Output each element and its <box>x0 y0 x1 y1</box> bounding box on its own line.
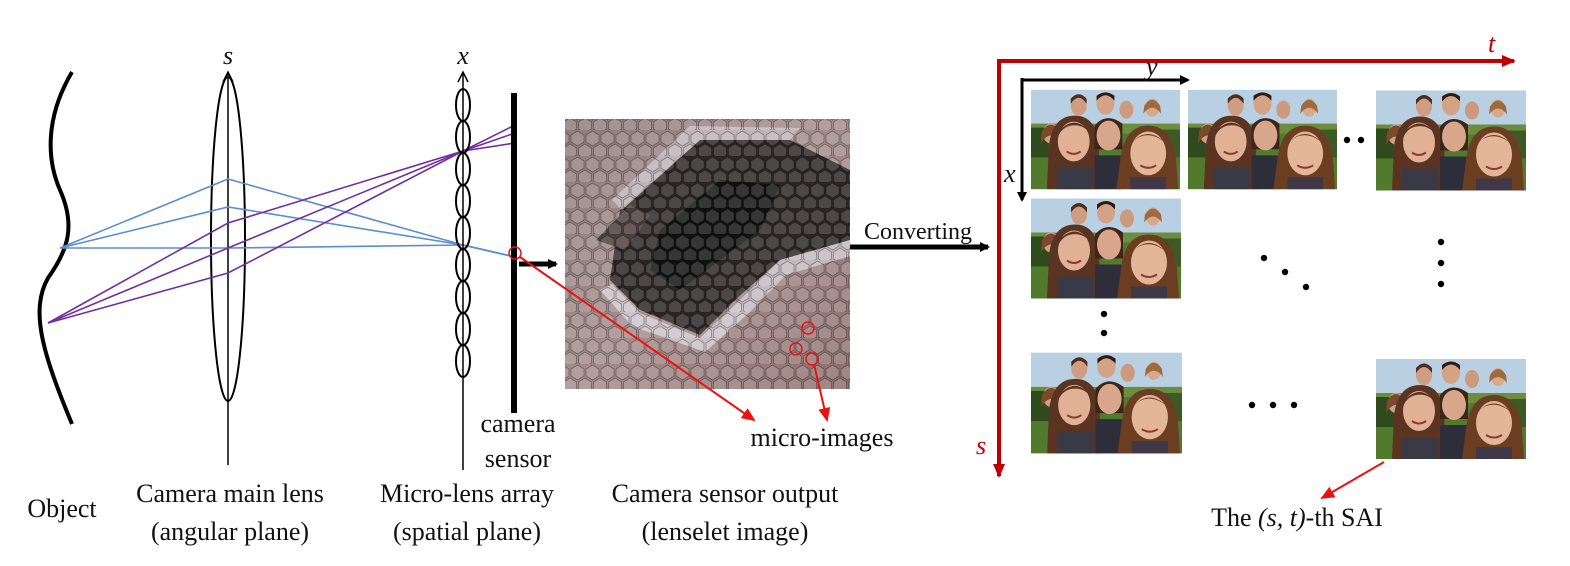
sai-caption-suffix: -th SAI <box>1306 503 1383 532</box>
micro-lens-array <box>455 88 471 378</box>
output-label-line1: Camera sensor output <box>612 479 840 508</box>
main-lens-label-line2: (angular plane) <box>151 517 309 546</box>
outer-s-label: s <box>976 431 986 460</box>
micro-image-pointer-1 <box>519 256 756 422</box>
micro-images-label: micro-images <box>751 423 894 452</box>
output-label-line2: (lenselet image) <box>642 517 809 546</box>
sai-thumbnail <box>1188 89 1337 190</box>
inner-x-label: x <box>1003 159 1016 188</box>
sai-pointer-arrow <box>1320 461 1385 500</box>
ellipsis-dots <box>1100 136 1445 409</box>
object-curve <box>37 70 74 425</box>
main-lens-label-line1: Camera main lens <box>136 479 324 508</box>
sai-caption-prefix: The <box>1211 503 1258 532</box>
camera-sensor <box>511 93 517 413</box>
sai-thumbnail <box>1031 197 1181 300</box>
sensor-pixel-marker <box>508 246 522 260</box>
micro-image-pointer-2 <box>813 363 831 422</box>
blue-rays <box>59 178 516 258</box>
object-label: Object <box>27 494 97 523</box>
sai-thumbnail <box>1031 351 1182 455</box>
sensor-label-line1: camera <box>480 409 556 438</box>
purple-rays <box>47 124 516 324</box>
main-lens-axis-label: s <box>223 41 233 70</box>
sai-thumbnail <box>1376 357 1526 461</box>
inner-y-label: y <box>1143 52 1158 81</box>
mla-label-line1: Micro-lens array <box>380 479 554 508</box>
lenslet-image <box>565 119 850 389</box>
mla-label-line2: (spatial plane) <box>393 517 541 546</box>
sai-caption-math: (s, t) <box>1258 503 1306 532</box>
sai-thumbnail <box>1031 89 1180 190</box>
sai-thumbnail <box>1376 89 1526 192</box>
main-lens <box>210 76 246 402</box>
mla-axis-label: x <box>456 41 469 70</box>
sai-caption: The (s, t)-th SAI <box>1211 503 1383 532</box>
sensor-label-line2: sensor <box>485 444 552 473</box>
converting-label: Converting <box>864 219 972 245</box>
outer-t-label: t <box>1488 29 1496 58</box>
